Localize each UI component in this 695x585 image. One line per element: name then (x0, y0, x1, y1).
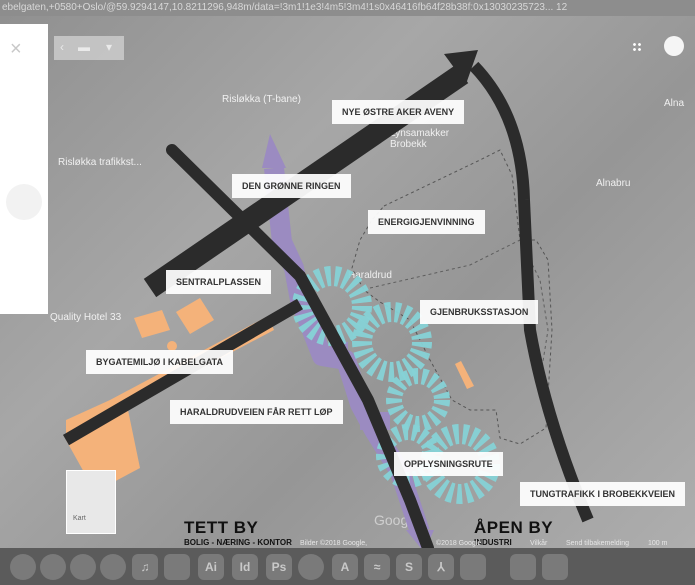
map-type-label: Kart (73, 515, 86, 522)
place-label: Risløkka trafikkst... (58, 157, 142, 168)
place-label: Quality Hotel 33 (50, 312, 122, 323)
autocad-icon[interactable]: A (332, 554, 358, 580)
wifi-icon[interactable]: ≈ (364, 554, 390, 580)
maps-side-panel: × veise (0, 24, 48, 314)
place-label: Risløkka (T-bane) (222, 94, 301, 105)
app-icon[interactable] (460, 554, 486, 580)
back-chevron-icon[interactable]: ‹ (60, 40, 64, 54)
feedback-link[interactable]: Send tilbakemelding (566, 540, 630, 547)
illustrator-icon[interactable]: Ai (198, 554, 224, 580)
close-icon[interactable]: × (10, 38, 22, 60)
music-icon[interactable]: ♫ (132, 554, 158, 580)
attribution-text: ©2018 Google (436, 540, 482, 547)
road-brobekkveien (469, 61, 594, 523)
document-icon[interactable] (510, 554, 536, 580)
browser-url-bar[interactable]: ebelgaten,+0580+Oslo/@59.9294147,10.8211… (0, 0, 695, 16)
heading-apen-by: ÅPEN BY (474, 518, 554, 537)
map-type-card[interactable]: Kart (66, 470, 116, 534)
label-bygatemiljo-i-kabelgata: BYGATEMILJØ I KABELGATA (86, 350, 233, 374)
built-zone (176, 298, 214, 334)
chevron-down-icon[interactable]: ▾ (106, 40, 113, 54)
label-energigjenvinning: ENERGIGJENVINNING (368, 210, 485, 234)
indesign-icon[interactable]: Id (232, 554, 258, 580)
menu-icon[interactable]: ▬ (78, 40, 90, 54)
label-haraldrudveien-far-rett-lop: HARALDRUDVEIEN FÅR RETT LØP (170, 400, 343, 424)
built-zone (167, 341, 177, 351)
label-tungtrafikk-i-brobekkveien: TUNGTRAFIKK I BROBEKKVEIEN (520, 482, 686, 506)
acrobat-icon[interactable]: ⅄ (428, 554, 454, 580)
finder-icon[interactable] (10, 554, 36, 580)
road-arrow-up (444, 50, 478, 84)
chrome-icon[interactable] (70, 554, 96, 580)
scale-label: 100 m (648, 540, 668, 547)
place-label: Alna (664, 98, 685, 109)
subheading-apen-by: INDUSTRI (474, 538, 512, 547)
place-label: Haraldrud (348, 270, 392, 281)
photos-icon[interactable] (40, 554, 66, 580)
directions-label: veise (4, 248, 27, 258)
label-den-gronne-ringen: DEN GRØNNE RINGEN (232, 174, 351, 198)
photoshop-icon[interactable]: Ps (266, 554, 292, 580)
road-haraldrudveien (166, 144, 434, 554)
app-icon[interactable] (100, 554, 126, 580)
account-avatar-icon[interactable] (664, 36, 684, 56)
label-opplysningsrute: OPPLYSNINGSRUTE (394, 452, 503, 476)
terms-link[interactable]: Vilkår (530, 540, 548, 547)
subheading-tett-by: BOLIG - NÆRING - KONTOR (184, 538, 292, 547)
skype-icon[interactable]: S (396, 554, 422, 580)
mac-dock: ♫ Ai Id Ps A ≈ S ⅄ (0, 548, 695, 585)
map-top-controls: ‹ ▬ ▾ (54, 36, 124, 60)
place-label: Alnabru (596, 178, 631, 189)
place-label: Lynsamakker Brobekk (390, 128, 450, 150)
built-zone (134, 310, 170, 338)
heading-tett-by: TETT BY (184, 518, 259, 537)
label-sentralplassen: SENTRALPLASSEN (166, 270, 272, 294)
attribution-text: Bilder ©2018 Google, (300, 540, 368, 547)
apps-grid-icon[interactable] (632, 42, 642, 52)
built-zone (455, 361, 474, 389)
calendar-icon[interactable] (164, 554, 190, 580)
directions-button[interactable] (6, 184, 42, 220)
label-gjenbruksstasjon: GJENBRUKSSTASJON (420, 300, 539, 324)
label-nye-ostre-aker-aveny: NYE ØSTRE AKER AVENY (332, 100, 465, 124)
settings-icon[interactable] (298, 554, 324, 580)
trash-icon[interactable] (542, 554, 568, 580)
route-arrow-up (262, 134, 286, 168)
